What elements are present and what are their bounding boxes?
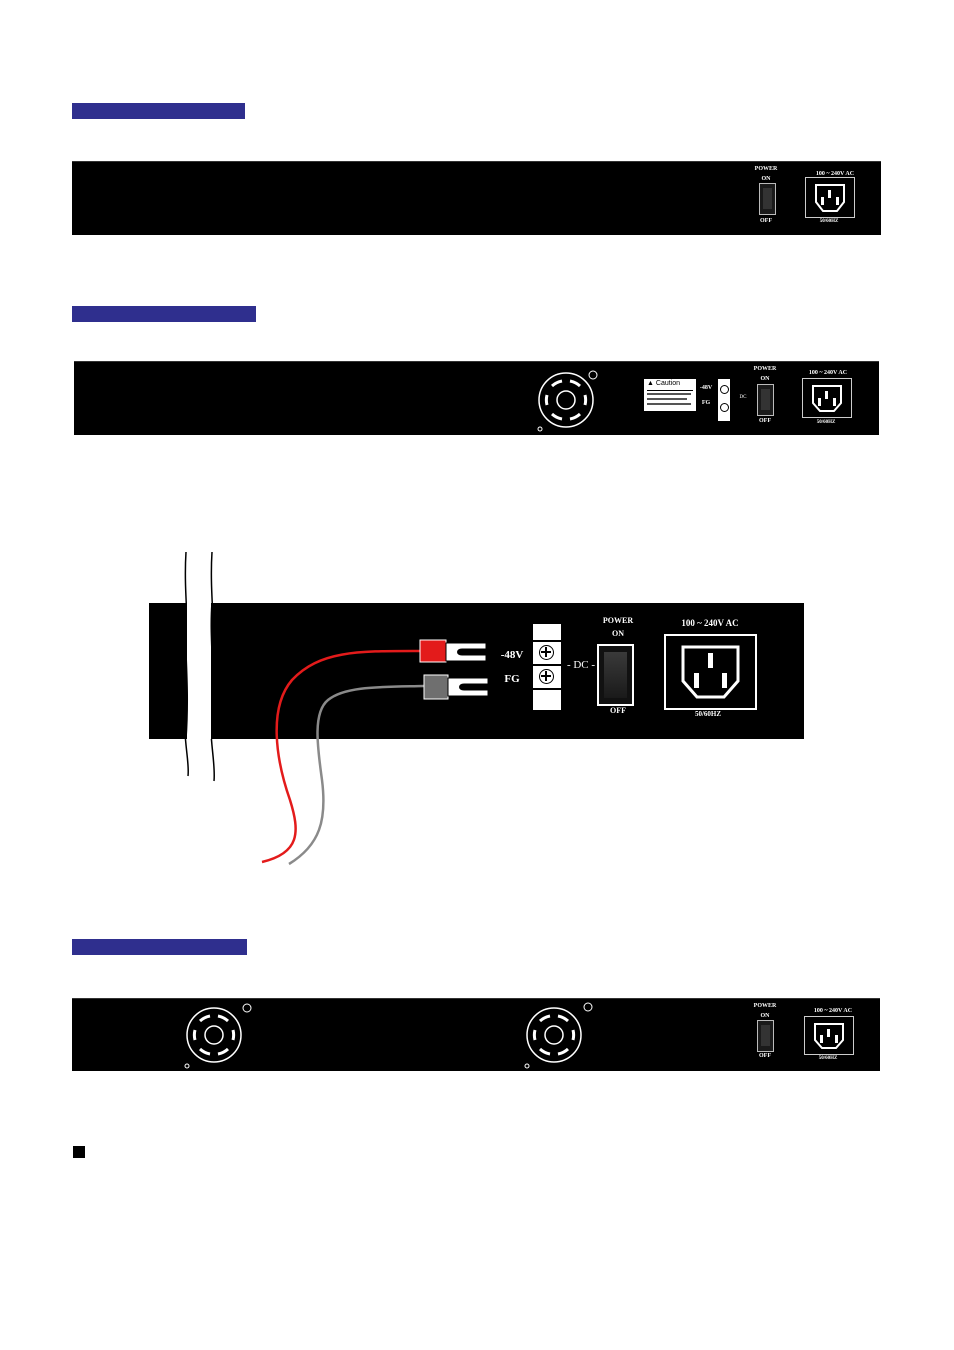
spade-lug-negative-48v: [445, 642, 487, 662]
wire-frame-ground: [288, 684, 425, 866]
section-header-bar-2: [72, 306, 256, 322]
off-label: OFF: [610, 706, 626, 715]
rack-rail-left: [183, 551, 190, 777]
section-header-bar-3: [72, 939, 247, 955]
power-switch-rocker: [761, 389, 770, 410]
bullet-square-icon: [73, 1146, 85, 1158]
frequency-label: 50/60HZ: [818, 1056, 838, 1061]
dc-wiring-panel: -48V FG - DC - POWER ON OFF 100 ~ 240V A…: [149, 603, 804, 739]
ac-rating-label: 100 ~ 240V AC: [681, 618, 739, 628]
caution-title: ▲ Caution: [647, 380, 680, 387]
ac-rating-label: 100 ~ 240V AC: [813, 1008, 853, 1014]
ac-rating-label: 100 ~ 240V AC: [808, 370, 848, 376]
wire-negative-48v: [261, 649, 421, 864]
ac-socket-icon: [812, 385, 842, 412]
off-label: OFF: [760, 218, 772, 224]
off-label: OFF: [759, 418, 771, 424]
power-label: POWER: [753, 1003, 777, 1009]
power-label: POWER: [602, 616, 634, 625]
on-label: ON: [761, 176, 771, 182]
fan-icon: [184, 1003, 252, 1069]
fg-label: FG: [701, 400, 711, 406]
ac-rating-label: 100 ~ 240V AC: [815, 171, 855, 177]
fan-icon: [537, 370, 598, 432]
power-switch: [757, 384, 774, 416]
ac-socket-icon: [814, 1023, 844, 1049]
power-label: POWER: [754, 166, 778, 172]
on-label: ON: [760, 1013, 770, 1019]
warning-icon: ▲: [647, 380, 654, 387]
power-switch-rocker: [761, 1025, 770, 1046]
section-header-bar-1: [72, 103, 245, 119]
ac-inlet: [664, 634, 757, 710]
fg-label: FG: [504, 673, 520, 685]
power-switch: [597, 644, 634, 706]
terminal-screw-neg48v: [539, 645, 554, 660]
neg48v-label: -48V: [699, 385, 713, 391]
power-label: POWER: [753, 366, 777, 372]
ac-inlet: [804, 1016, 854, 1055]
dc-label: DC: [739, 395, 747, 400]
dc-label: - DC -: [566, 659, 596, 671]
caution-fine-print: [647, 403, 691, 405]
caution-title-text: Caution: [655, 380, 681, 387]
terminal-divider: [527, 688, 567, 690]
screw-slot: [541, 675, 551, 677]
terminal-screw-fg: [720, 403, 729, 412]
neg48v-label: -48V: [500, 649, 524, 661]
power-switch: [759, 183, 776, 215]
on-label: ON: [760, 376, 770, 382]
caution-fine-print: [647, 398, 687, 400]
frequency-label: 50/60HZ: [816, 420, 836, 425]
spade-lug-frame-ground: [447, 677, 489, 697]
terminal-screw-fg: [539, 669, 554, 684]
on-label: ON: [612, 629, 624, 638]
crimp-frame-ground: [423, 674, 449, 700]
caution-label: ▲ Caution: [644, 379, 696, 411]
dc-terminal-block: [718, 379, 730, 421]
rear-panel-dual-fan: POWER ON OFF 100 ~ 240V AC 50/60HZ: [72, 998, 880, 1071]
rear-panel-ac: POWER ON OFF 100 ~ 240V AC 50/60HZ: [72, 161, 881, 235]
fan-icon: [524, 1002, 593, 1069]
dc-terminal-block: [527, 624, 567, 710]
ac-socket-icon: [815, 184, 845, 212]
terminal-divider: [527, 640, 567, 642]
frequency-label: 50/60HZ: [694, 710, 722, 718]
rear-panel-ac-dc: ▲ Caution -48V FG DC POWER ON OFF 100 ~ …: [74, 361, 879, 435]
terminal-divider: [527, 664, 567, 666]
screw-slot: [541, 651, 551, 653]
ac-inlet: [805, 177, 855, 218]
caution-divider: [647, 390, 693, 391]
ac-inlet: [802, 378, 852, 418]
ac-socket-icon: [681, 645, 740, 699]
frequency-label: 50/60HZ: [819, 219, 839, 224]
terminal-screw-neg48v: [720, 385, 729, 394]
rack-rail-fill: [187, 603, 211, 739]
crimp-negative-48v: [419, 639, 447, 663]
off-label: OFF: [759, 1053, 771, 1059]
power-switch-rocker: [604, 652, 627, 698]
power-switch-rocker: [763, 188, 772, 209]
caution-fine-print: [647, 393, 691, 395]
power-switch: [757, 1020, 774, 1052]
rack-rail-right: [209, 551, 216, 782]
